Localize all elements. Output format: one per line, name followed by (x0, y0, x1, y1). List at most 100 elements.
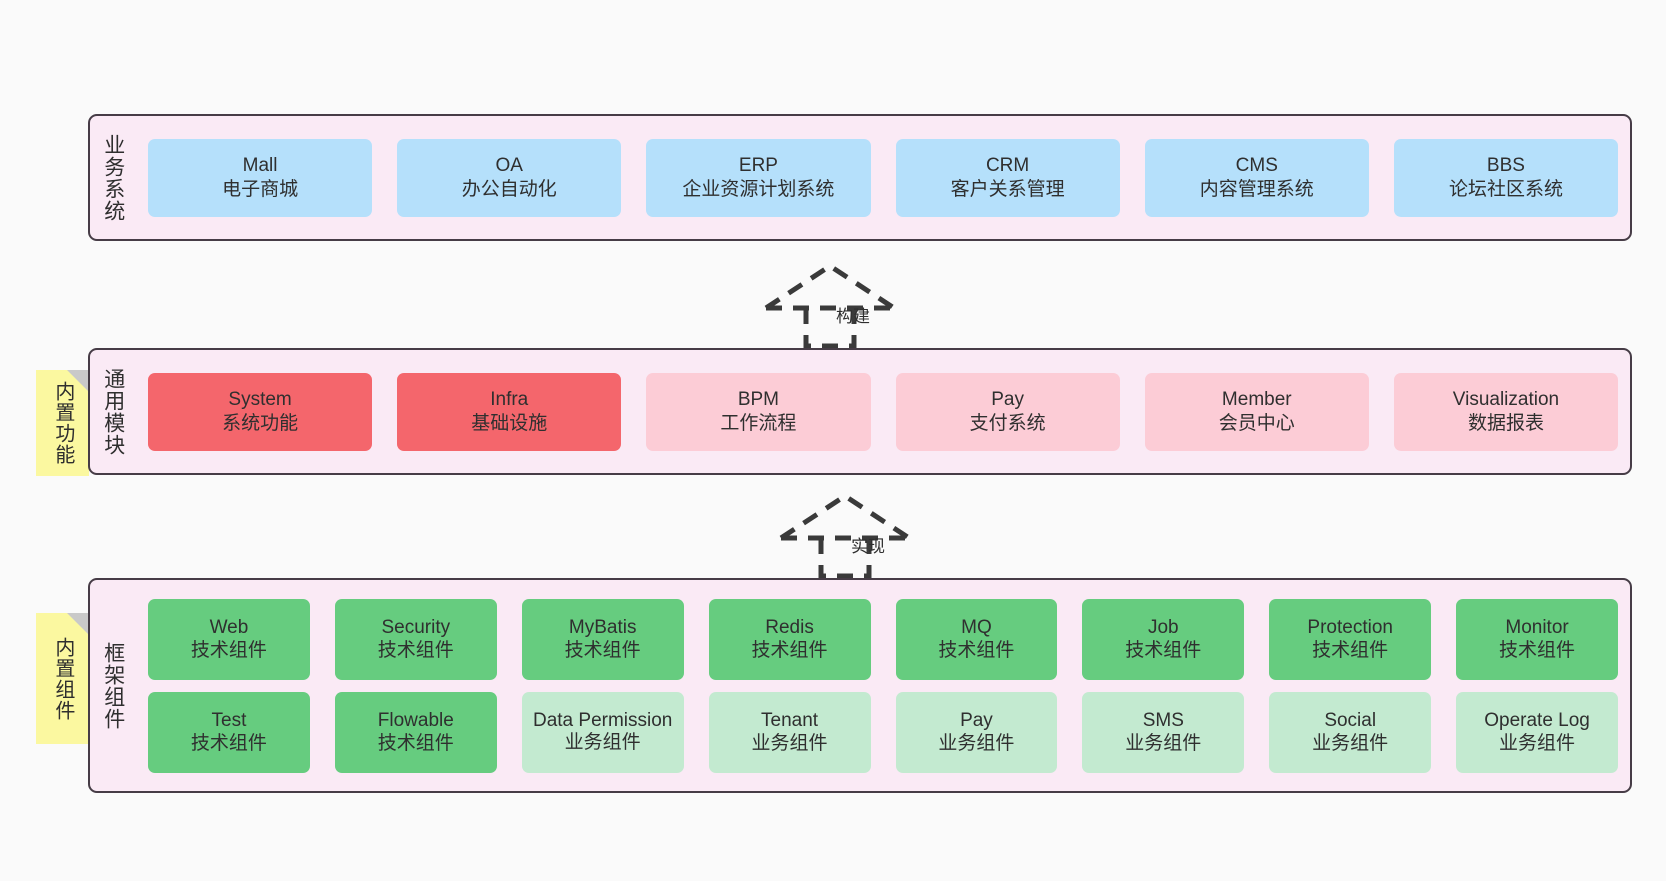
node-redis[interactable]: Redis 技术组件 (708, 598, 871, 680)
row: Web 技术组件 Security 技术组件 MyBatis 技术组件 Redi… (148, 598, 1618, 680)
layer-title-business-systems: 业务系统 (101, 133, 125, 222)
connector-label-implement: 实现 (851, 537, 885, 556)
node-subtitle: 电子商城 (222, 178, 299, 200)
node-subtitle: 技术组件 (377, 733, 454, 754)
node-title: Job (1147, 616, 1179, 638)
node-protection[interactable]: Protection 技术组件 (1269, 598, 1432, 680)
node-member[interactable]: Member 会员中心 (1144, 372, 1369, 451)
node-title: Security (381, 616, 451, 638)
node-subtitle: 客户关系管理 (950, 178, 1065, 200)
node-title: Flowable (377, 709, 454, 731)
layer-business-systems: 业务系统 Mall 电子商城 OA 办公自动化 ERP 企业资源计划系统 CRM… (88, 114, 1632, 241)
node-title: Data Permission (532, 710, 673, 732)
node-subtitle: 业务组件 (938, 733, 1015, 754)
layer-title-framework-components: 框架组件 (101, 641, 125, 730)
node-subtitle: 系统功能 (222, 412, 299, 434)
node-system[interactable]: System 系统功能 (148, 372, 373, 451)
node-title: Monitor (1505, 616, 1569, 638)
node-title: Social (1324, 709, 1377, 731)
node-erp[interactable]: ERP 企业资源计划系统 (646, 138, 871, 217)
node-data-permission[interactable]: Data Permission 业务组件 (521, 691, 684, 773)
node-subtitle: 技术组件 (938, 640, 1015, 661)
node-title: Redis (765, 616, 814, 638)
node-subtitle: 工作流程 (720, 412, 797, 434)
layer-body-business-systems: Mall 电子商城 OA 办公自动化 ERP 企业资源计划系统 CRM 客户关系… (136, 116, 1630, 239)
node-operate-log[interactable]: Operate Log 业务组件 (1456, 691, 1618, 773)
node-title: Pay (960, 709, 993, 731)
node-mybatis[interactable]: MyBatis 技术组件 (521, 598, 684, 680)
node-subtitle: 技术组件 (1125, 640, 1202, 661)
note-builtin-components: 内置组件 (36, 613, 89, 744)
connector-label-build: 构建 (836, 307, 870, 326)
node-subtitle: 技术组件 (377, 640, 454, 661)
node-flowable[interactable]: Flowable 技术组件 (334, 691, 497, 773)
node-subtitle: 业务组件 (751, 733, 828, 754)
layer-common-modules: 通用模块 System 系统功能 Infra 基础设施 BPM 工作流程 Pay… (88, 348, 1632, 475)
node-title: Infra (490, 389, 529, 411)
node-title: Test (211, 709, 247, 731)
node-title: System (228, 389, 292, 411)
node-title: ERP (738, 155, 778, 177)
row: Mall 电子商城 OA 办公自动化 ERP 企业资源计划系统 CRM 客户关系… (148, 138, 1619, 217)
node-monitor[interactable]: Monitor 技术组件 (1456, 598, 1618, 680)
arrow-head-triangle (779, 493, 911, 541)
node-bpm[interactable]: BPM 工作流程 (646, 372, 871, 451)
note-label: 内置组件 (51, 636, 74, 721)
node-title: Operate Log (1484, 709, 1590, 731)
node-subtitle: 数据报表 (1467, 412, 1544, 434)
arrow-stem (803, 308, 857, 349)
node-mall[interactable]: Mall 电子商城 (148, 138, 373, 217)
connector-implement: 实现 (775, 492, 915, 579)
node-pay-module[interactable]: Pay 支付系统 (895, 372, 1120, 451)
node-oa[interactable]: OA 办公自动化 (397, 138, 622, 217)
arrow-stem (818, 538, 872, 579)
node-test[interactable]: Test 技术组件 (148, 691, 310, 773)
node-social[interactable]: Social 业务组件 (1269, 691, 1432, 773)
node-subtitle: 企业资源计划系统 (682, 178, 835, 200)
node-title: Member (1221, 389, 1292, 411)
node-title: Web (209, 616, 249, 638)
node-visualization[interactable]: Visualization 数据报表 (1393, 372, 1619, 451)
node-subtitle: 技术组件 (564, 640, 641, 661)
node-job[interactable]: Job 技术组件 (1082, 598, 1245, 680)
node-web[interactable]: Web 技术组件 (148, 598, 310, 680)
node-subtitle: 技术组件 (1499, 640, 1576, 661)
node-title: OA (495, 155, 523, 177)
node-subtitle: 技术组件 (190, 733, 267, 754)
layer-body-framework-components: Web 技术组件 Security 技术组件 MyBatis 技术组件 Redi… (136, 580, 1630, 791)
node-subtitle: 业务组件 (1125, 733, 1202, 754)
node-subtitle: 支付系统 (969, 412, 1046, 434)
node-title: Mall (242, 155, 278, 177)
node-subtitle: 办公自动化 (461, 178, 557, 200)
node-title: Protection (1307, 616, 1393, 638)
node-title: Tenant (761, 709, 819, 731)
node-cms[interactable]: CMS 内容管理系统 (1144, 138, 1369, 217)
node-title: SMS (1142, 709, 1184, 731)
node-sms[interactable]: SMS 业务组件 (1082, 691, 1245, 773)
layer-title-common-modules: 通用模块 (101, 367, 125, 456)
node-subtitle: 技术组件 (190, 640, 267, 661)
node-mq[interactable]: MQ 技术组件 (895, 598, 1058, 680)
node-subtitle: 基础设施 (471, 412, 548, 434)
node-title: MQ (961, 616, 992, 638)
node-crm[interactable]: CRM 客户关系管理 (895, 138, 1120, 217)
node-subtitle: 业务组件 (564, 732, 641, 753)
arrow-head-triangle (764, 263, 896, 311)
node-infra[interactable]: Infra 基础设施 (397, 372, 622, 451)
node-subtitle: 技术组件 (1312, 640, 1389, 661)
node-security[interactable]: Security 技术组件 (334, 598, 497, 680)
node-title: Pay (991, 389, 1024, 411)
node-title: Visualization (1452, 389, 1560, 411)
layer-framework-components: 框架组件 Web 技术组件 Security 技术组件 MyBatis 技术组件… (88, 578, 1632, 793)
node-title: CMS (1235, 155, 1278, 177)
node-subtitle: 技术组件 (751, 640, 828, 661)
connector-build: 构建 (760, 262, 900, 349)
row: System 系统功能 Infra 基础设施 BPM 工作流程 Pay 支付系统… (148, 372, 1619, 451)
node-title: BBS (1486, 155, 1525, 177)
node-pay-component[interactable]: Pay 业务组件 (895, 691, 1058, 773)
node-tenant[interactable]: Tenant 业务组件 (708, 691, 871, 773)
node-bbs[interactable]: BBS 论坛社区系统 (1393, 138, 1619, 217)
node-title: CRM (985, 155, 1030, 177)
node-subtitle: 业务组件 (1499, 733, 1576, 754)
